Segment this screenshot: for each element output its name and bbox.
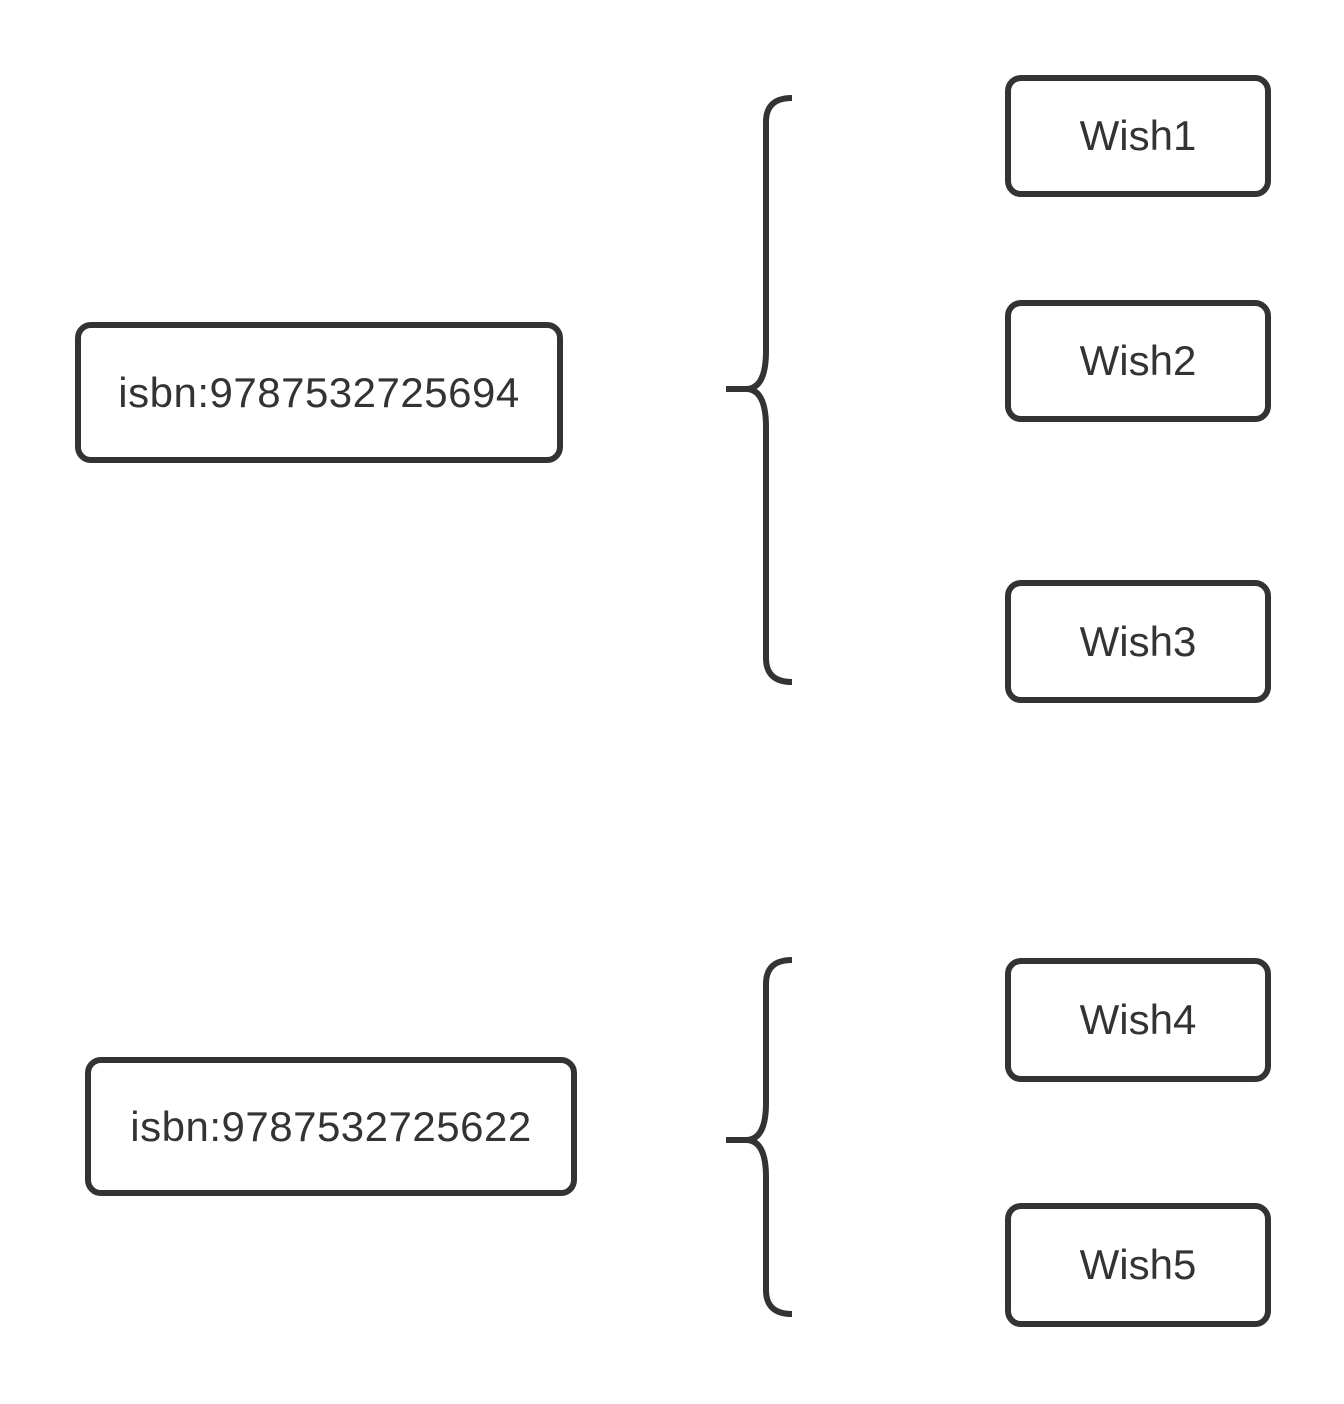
- child-topic-wish4: Wish4: [1005, 958, 1271, 1082]
- child-topic-wish5: Wish5: [1005, 1203, 1271, 1327]
- child-topic-wish1: Wish1: [1005, 75, 1271, 197]
- child-topic-label: Wish1: [1079, 112, 1197, 159]
- brace-connector-group-1: [726, 95, 793, 685]
- parent-topic-label: isbn:9787532725622: [130, 1102, 532, 1150]
- parent-topic-isbn-1: isbn:9787532725694: [75, 322, 563, 463]
- child-topic-wish2: Wish2: [1005, 300, 1271, 422]
- parent-topic-label: isbn:9787532725694: [118, 368, 520, 416]
- child-topic-label: Wish5: [1079, 1241, 1197, 1288]
- parent-topic-isbn-2: isbn:9787532725622: [85, 1057, 577, 1196]
- child-topic-wish3: Wish3: [1005, 580, 1271, 703]
- child-topic-label: Wish2: [1079, 337, 1197, 384]
- child-topic-label: Wish3: [1079, 617, 1197, 665]
- brace-connector-group-2: [726, 957, 793, 1317]
- child-topic-label: Wish4: [1079, 996, 1197, 1043]
